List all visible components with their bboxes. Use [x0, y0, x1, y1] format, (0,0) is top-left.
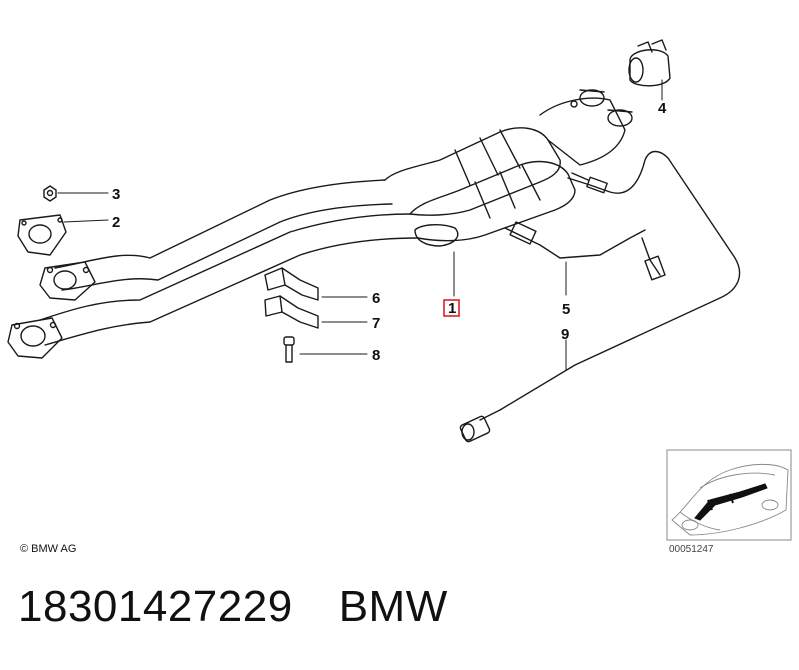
- front-pipe-lower: [39, 213, 419, 346]
- part-number-line: 18301427229 BMW: [18, 582, 448, 632]
- callout-1-highlight-box: [443, 299, 460, 317]
- clamp-part: [628, 39, 671, 87]
- pipe-flange-lower: [7, 317, 63, 359]
- bracket-upper-part: [264, 267, 319, 301]
- rear-outlets: [539, 89, 633, 166]
- callout-5: 5: [562, 301, 570, 318]
- copyright-text: © BMW AG: [20, 543, 76, 555]
- callout-2: 2: [112, 214, 120, 231]
- catalytic-converter-lower: [409, 160, 576, 247]
- catalytic-converter-upper: [384, 127, 561, 216]
- part-number: 18301427229: [18, 582, 293, 631]
- callout-9: 9: [561, 326, 569, 343]
- callout-4: 4: [658, 100, 667, 117]
- car-location-thumbnail: [666, 449, 792, 541]
- callout-8: 8: [372, 347, 380, 364]
- front-pipe-upper: [54, 179, 393, 291]
- oxygen-sensor-long: [459, 150, 741, 443]
- leader-lines: [57, 79, 663, 371]
- nut-part: [43, 185, 57, 202]
- callout-7: 7: [372, 315, 380, 332]
- oxygen-sensor-short: [504, 221, 666, 281]
- pipe-flange-upper: [39, 261, 96, 301]
- bolt-part: [283, 336, 295, 363]
- callout-3: 3: [112, 186, 120, 203]
- reference-number: 00051247: [669, 544, 714, 555]
- bracket-lower-part: [264, 295, 319, 329]
- callout-1: 1: [448, 300, 456, 317]
- brand-name: BMW: [338, 582, 448, 631]
- gasket-part: [17, 214, 67, 256]
- callout-6: 6: [372, 290, 380, 307]
